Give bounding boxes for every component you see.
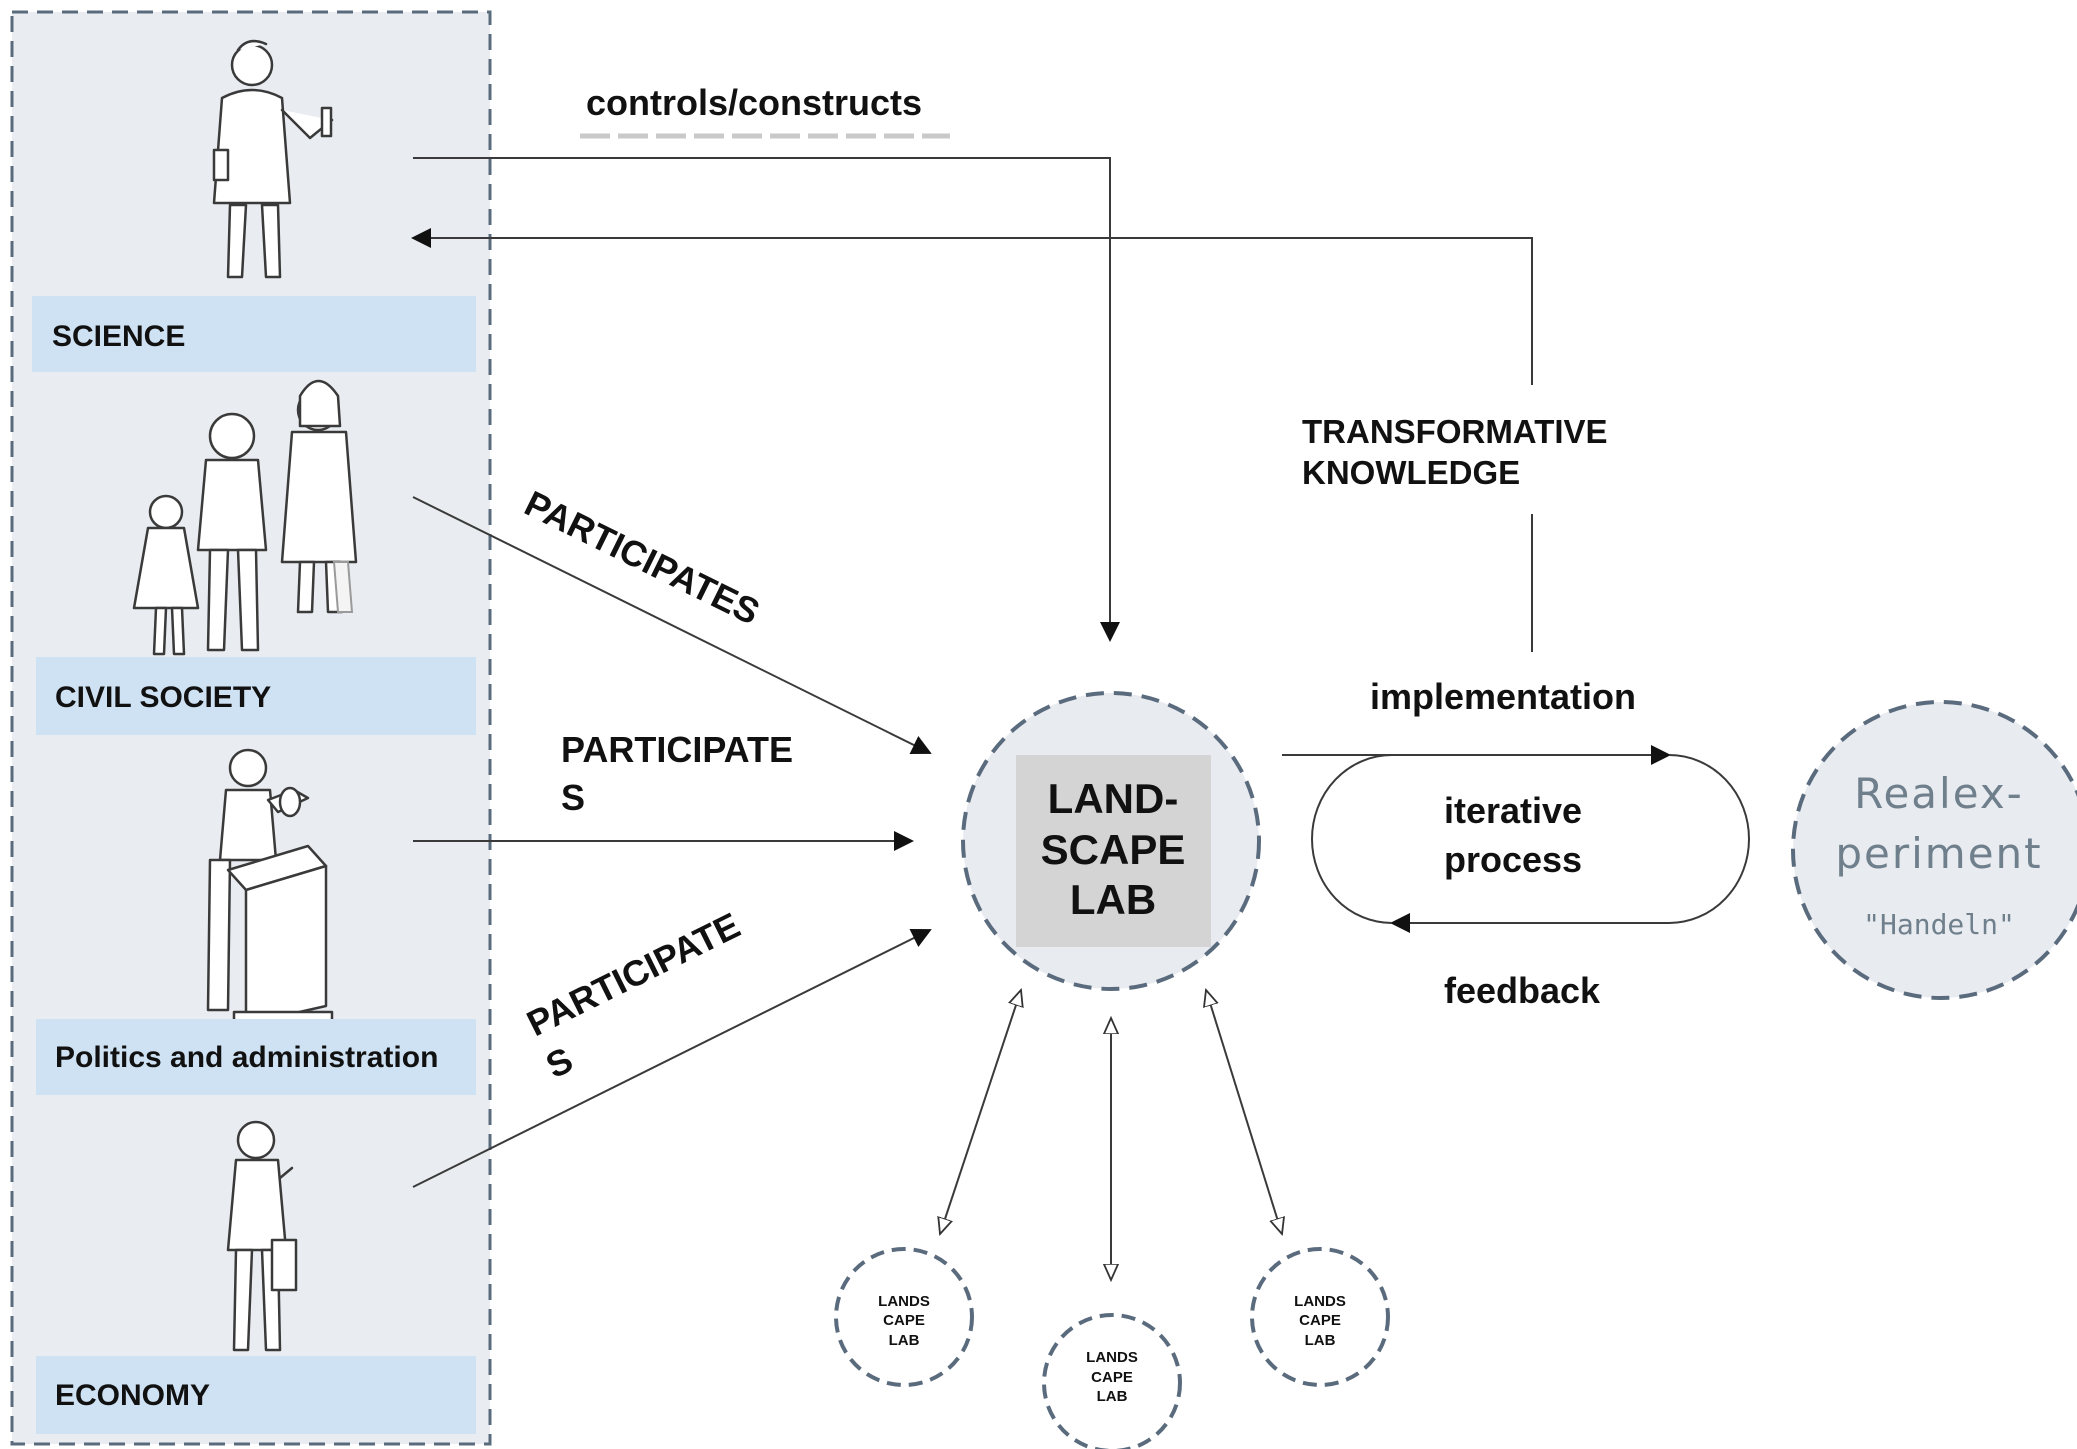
science-band <box>32 296 476 372</box>
transformative-label-2: KNOWLEDGE <box>1302 454 1520 491</box>
economy-label: ECONOMY <box>55 1379 210 1412</box>
economy-band <box>36 1356 476 1434</box>
transformative-edge: TRANSFORMATIVE KNOWLEDGE <box>411 228 1608 652</box>
participates-arrow-3 <box>412 929 932 1188</box>
small-lab-right: LANDS CAPE LAB <box>1250 1247 1390 1387</box>
civil-society-label: CIVIL SOCIETY <box>55 681 271 714</box>
participates-label-2b: S <box>561 777 585 818</box>
businessman-figure-icon <box>226 1120 298 1352</box>
controls-label: controls/constructs <box>586 82 922 123</box>
science-figure-icon <box>212 39 334 279</box>
transformative-label-1: TRANSFORMATIVE <box>1302 413 1608 450</box>
transformative-arrow <box>411 228 1533 385</box>
feedback-label: feedback <box>1444 970 1601 1011</box>
small-lab-right-l2: CAPE <box>1299 1312 1341 1329</box>
small-lab-left-l1: LANDS <box>878 1293 930 1310</box>
realexperiment-line-3: "Handeln" <box>1863 908 2015 941</box>
iterative-label-2: process <box>1444 839 1582 880</box>
landscape-lab-line-3: LAB <box>1070 876 1156 923</box>
participates-label-3a: PARTICIPATE <box>520 904 746 1044</box>
politics-label: Politics and administration <box>55 1041 438 1074</box>
link-left <box>940 990 1021 1234</box>
civil-society-band <box>36 657 476 735</box>
realexperiment-circle <box>1791 700 2077 1000</box>
politician-figure-icon <box>206 748 334 1026</box>
loop-left-arc <box>1311 754 1393 924</box>
iterative-loop: implementation iterative process feedbac… <box>1282 676 1750 1011</box>
controls-arrow <box>413 157 1120 642</box>
small-lab-center: LANDS CAPE LAB <box>1042 1313 1182 1449</box>
participates-label-2a: PARTICIPATE <box>561 729 793 770</box>
link-right <box>1206 990 1282 1234</box>
landscape-lab-node: LAND- SCAPE LAB <box>961 691 1261 991</box>
implementation-label: implementation <box>1370 676 1636 717</box>
small-lab-right-l1: LANDS <box>1294 1293 1346 1310</box>
small-lab-right-l3: LAB <box>1305 1332 1336 1349</box>
landscape-lab-line-1: LAND- <box>1048 775 1179 822</box>
small-lab-center-l3: LAB <box>1097 1388 1128 1405</box>
small-lab-center-l1: LANDS <box>1086 1349 1138 1366</box>
lab-network: LANDS CAPE LAB LANDS CAPE LAB LANDS CAPE… <box>834 990 1390 1449</box>
politics-band <box>36 1019 476 1095</box>
landscape-lab-line-2: SCAPE <box>1041 826 1186 873</box>
realexperiment-node: Realex- periment "Handeln" <box>1791 700 2077 1000</box>
iterative-label-1: iterative <box>1444 790 1582 831</box>
landscape-lab-box <box>1016 755 1211 947</box>
small-lab-center-l2: CAPE <box>1091 1369 1133 1386</box>
controls-edge: controls/constructs <box>413 82 1120 642</box>
science-label: SCIENCE <box>52 320 185 353</box>
participates-arrow-1 <box>412 496 932 754</box>
realexperiment-line-2: periment <box>1835 829 2042 878</box>
loop-right-arc <box>1668 754 1750 924</box>
actors-panel: SCIENCE CIVIL SOCIETY <box>10 10 492 1446</box>
small-lab-left-l3: LAB <box>889 1332 920 1349</box>
small-lab-left: LANDS CAPE LAB <box>834 1247 974 1387</box>
participates-label-3b: S <box>539 1039 579 1086</box>
family-figure-icon <box>132 379 358 656</box>
small-lab-left-l2: CAPE <box>883 1312 925 1329</box>
realexperiment-line-1: Realex- <box>1854 769 2024 818</box>
